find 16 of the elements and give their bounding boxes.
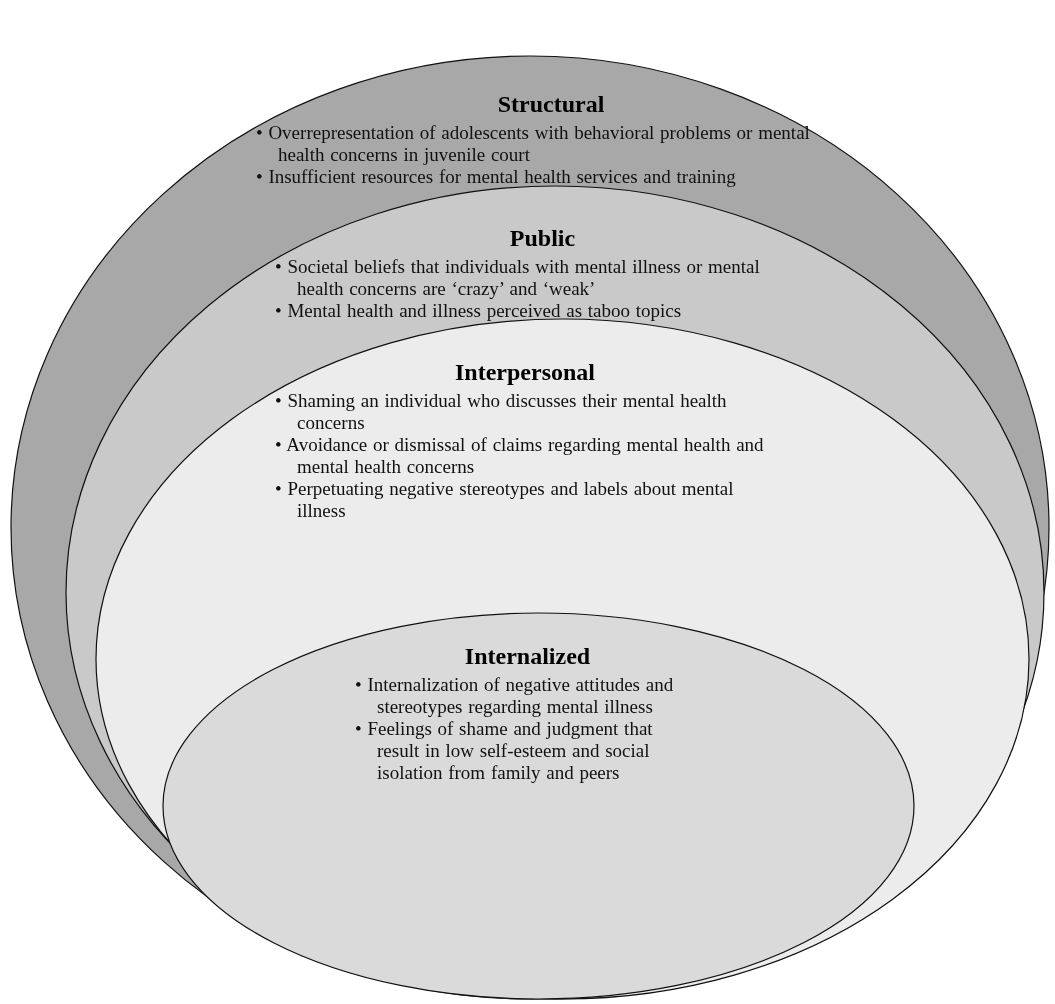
section-heading: Interpersonal xyxy=(454,358,596,386)
bullet-item: • Insufficient resources for mental health services and training xyxy=(256,166,737,188)
section-heading: Public xyxy=(508,224,577,252)
bullet-item: • Societal beliefs that individuals with mental illness or mental health concerns are ‘crazy’ and ‘weak’ xyxy=(275,256,761,300)
bullet-item: • Avoidance or dismissal of claims regarding mental health and mental health concerns xyxy=(275,434,765,478)
bullet-item: • Feelings of shame and judgment that result in low self-esteem and social isolation from family and peers xyxy=(355,718,654,784)
ellipse-layer xyxy=(65,185,1045,1000)
section-heading: Structural xyxy=(496,90,606,118)
section-heading: Internalized xyxy=(463,642,592,670)
bullet-item: • Perpetuating negative stereotypes and labels about mental illness xyxy=(275,478,735,522)
bullet-item: • Internalization of negative attitudes and stereotypes regarding mental illness xyxy=(355,674,675,718)
ellipse-layer xyxy=(162,612,915,1000)
bullet-item: • Shaming an individual who discusses their mental health concerns xyxy=(275,390,728,434)
bullet-item: • Overrepresentation of adolescents with behavioral problems or mental health concerns in juvenile court xyxy=(256,122,811,166)
bullet-item: • Mental health and illness perceived as taboo topics xyxy=(275,300,683,322)
ellipse-layer xyxy=(10,55,1050,1000)
